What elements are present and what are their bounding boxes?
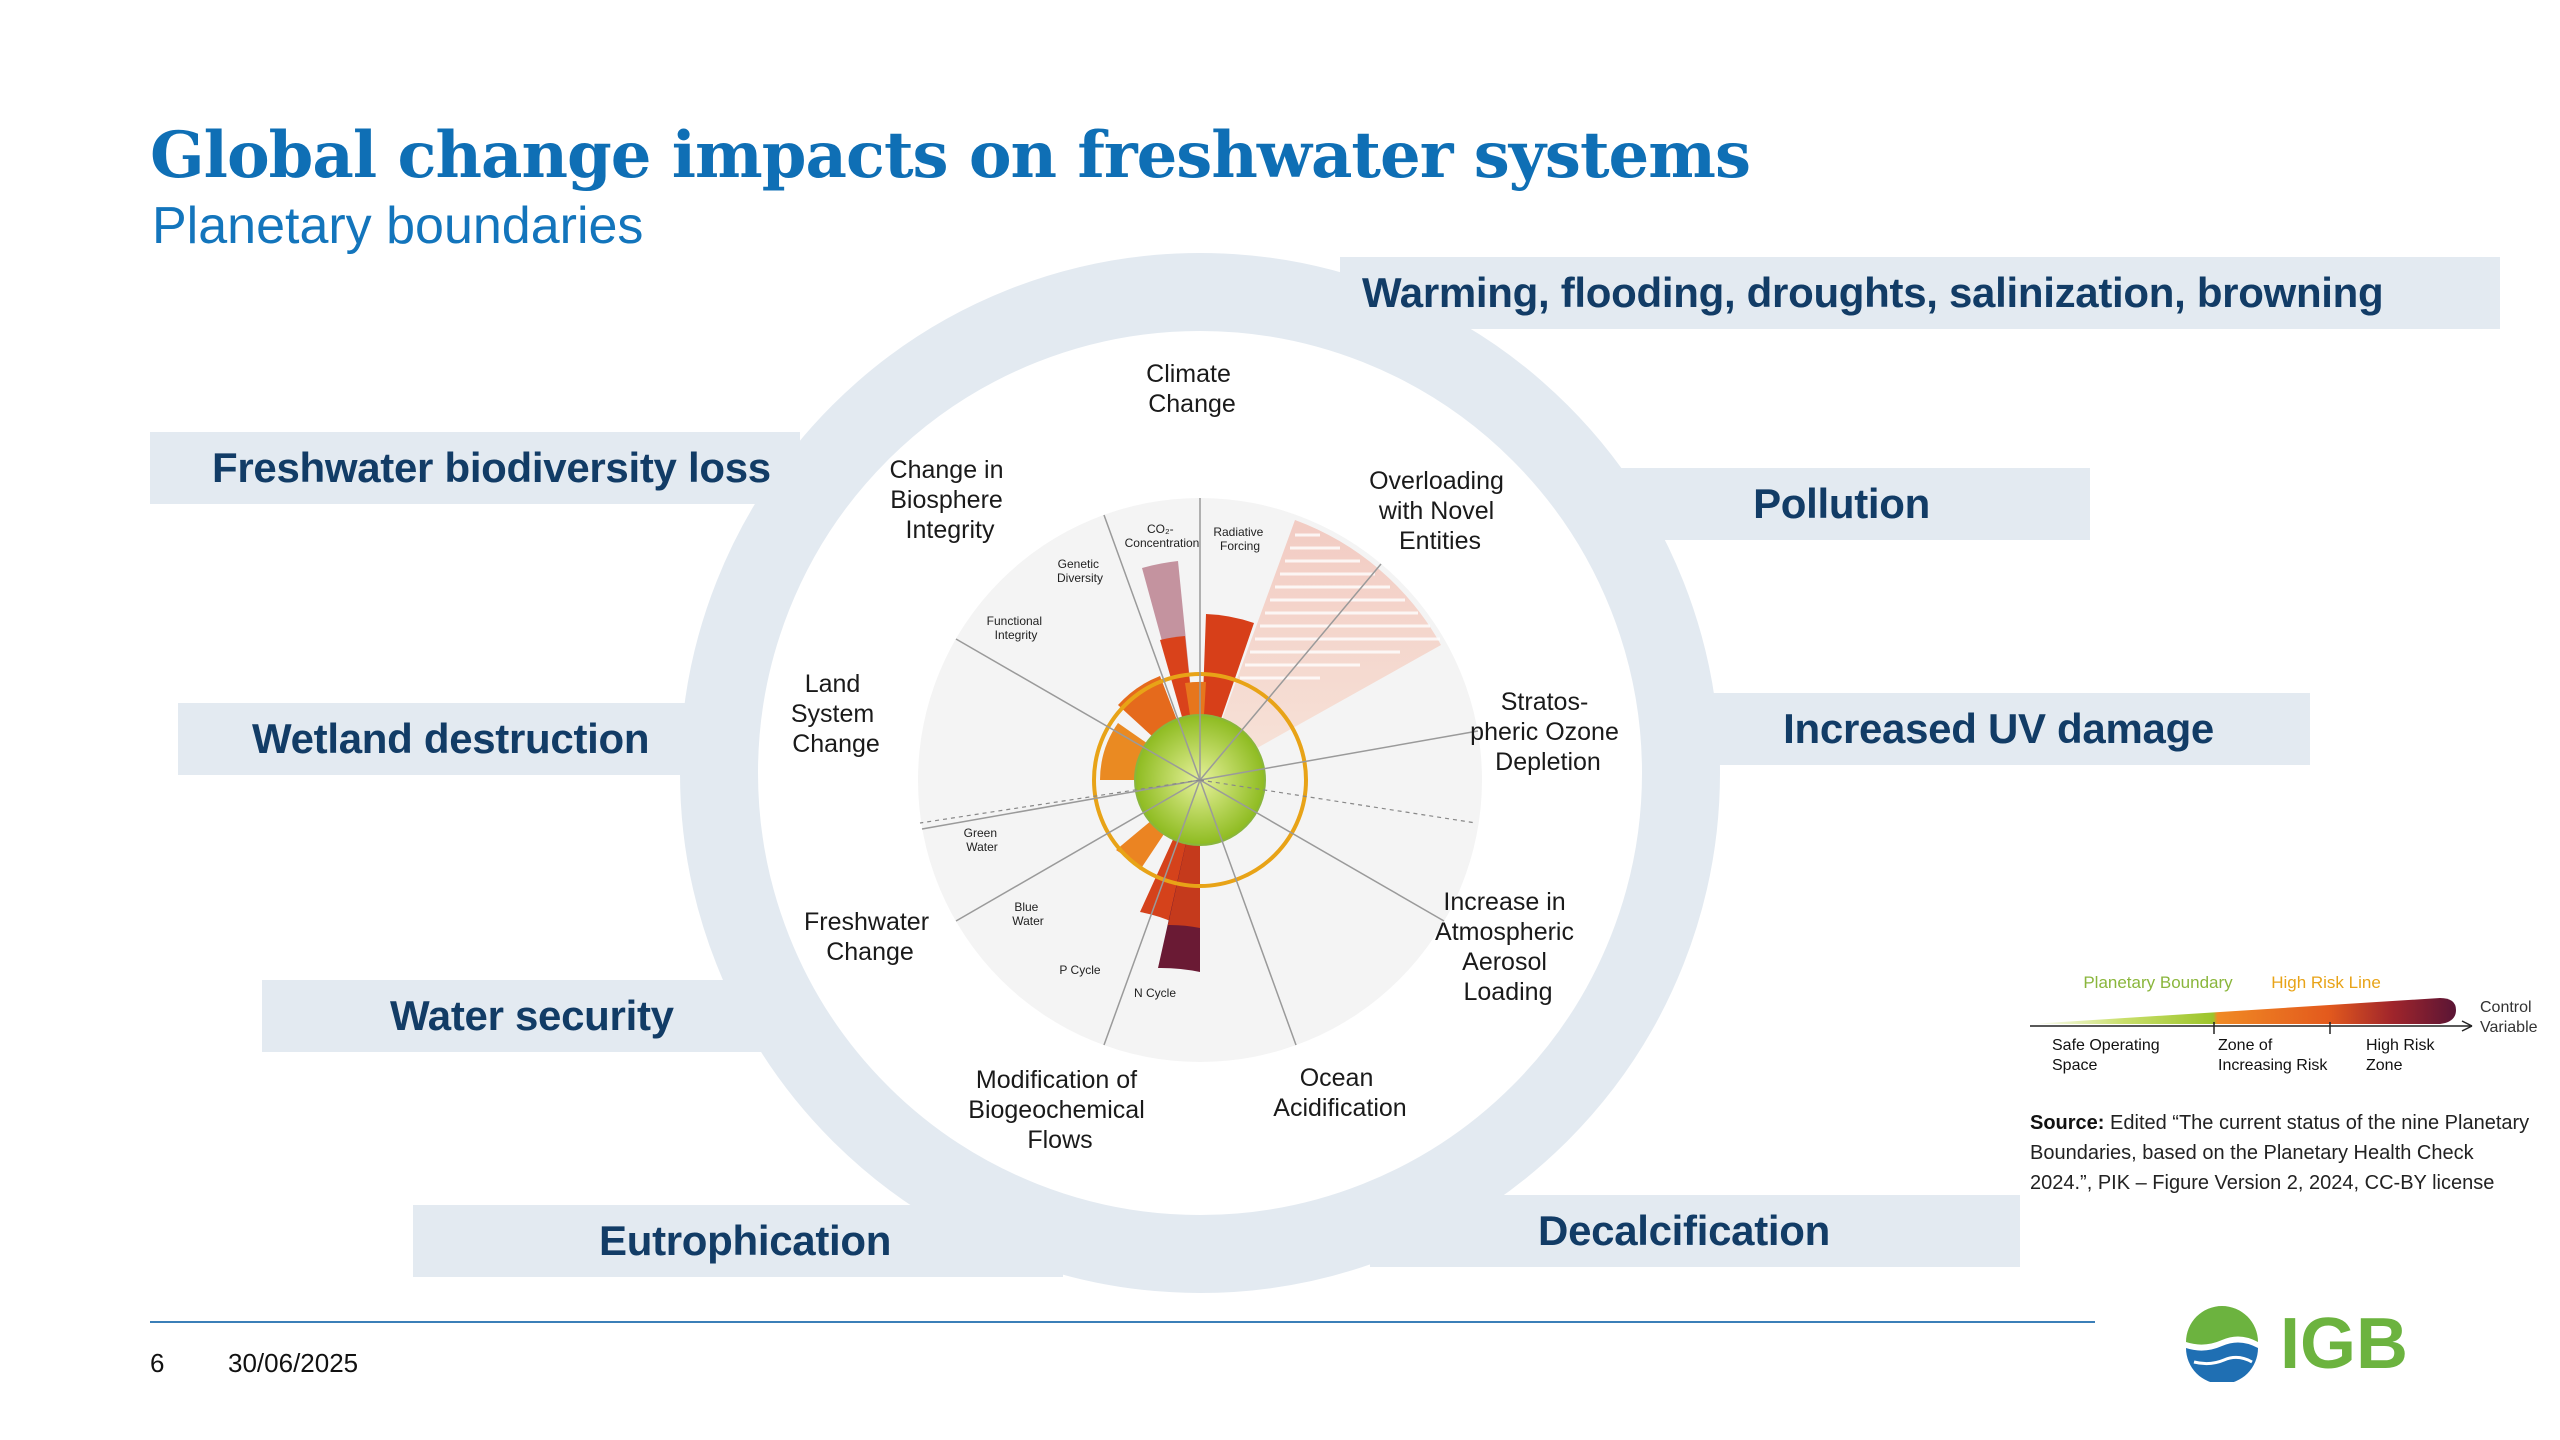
impact-eutrophication: Eutrophication [413,1205,1063,1277]
slide-date: 30/06/2025 [228,1348,359,1378]
legend-control-variable: Control Variable [2480,999,2538,1036]
genetic-label: Genetic Diversity [1057,557,1103,585]
ozone-depletion-label: Stratos- pheric Ozone Depletion [1470,688,1626,776]
igb-logo-text: IGB [2280,1304,2408,1382]
blue-water-label: Blue Water [1012,900,1044,928]
legend-planetary-boundary: Planetary Boundary [2083,973,2233,992]
dashed-lines [919,779,1477,824]
impact-warming: Warming, flooding, droughts, salinizatio… [1340,257,2500,329]
radiative-label: Radiative Forcing [1213,525,1266,553]
hatch-lines [1240,533,1440,680]
p-cycle-label: P Cycle [1059,963,1100,977]
legend: Planetary Boundary High Risk Line Contro… [2030,973,2538,1074]
legend-safe: Safe Operating Space [2052,1037,2164,1074]
ocean-acidification-label: Ocean Acidification [1273,1064,1406,1122]
legend-high-risk-line: High Risk Line [2271,973,2381,992]
novel-entities-label: Overloading with Novel Entities [1369,467,1511,555]
biogeochemical-flows-label: Modification of Biogeochemical Flows [968,1066,1151,1154]
impact-wetland: Wetland destruction [178,703,718,775]
legend-increasing: Zone of Increasing Risk [2218,1037,2328,1074]
source-note: Source: Edited “The current status of th… [2030,1108,2530,1198]
slide-title: Global change impacts on freshwater syst… [150,118,1751,193]
sector-lines [921,498,1479,1046]
slide-subtitle: Planetary boundaries [152,197,644,255]
impact-water-security: Water security [262,980,762,1052]
legend-gradient-bar [2030,998,2456,1024]
igb-logo: IGB [2186,1304,2408,1382]
impact-pollution: Pollution [1600,468,2090,540]
freshwater-change-label: Freshwater Change [804,908,936,966]
page-number: 6 [150,1348,165,1378]
legend-axis-arrow [2461,1020,2473,1032]
source-text: Edited “The current status of the nine P… [2030,1112,2530,1194]
co2-label: CO₂- Concentration [1125,522,1200,550]
impact-uv: Increased UV damage [1700,693,2310,765]
aerosol-loading-label: Increase in Atmospheric Aerosol Loading [1435,888,1581,1006]
climate-change-label: Climate Change [1146,360,1238,418]
functional-label: Functional Integrity [987,614,1046,642]
novel-entities-hatched-wedge [1200,520,1441,780]
footer-divider [150,1321,2095,1323]
impact-decalcification: Decalcification [1370,1195,2020,1267]
land-system-label: Land System Change [791,670,881,758]
igb-logo-icon [2186,1306,2258,1382]
biosphere-integrity-label: Change in Biosphere Integrity [890,456,1011,544]
n-cycle-label: N Cycle [1134,986,1176,1000]
planetary-boundaries-diagram: Climate Change Overloading with Novel En… [780,360,1626,1200]
green-water-label: Green Water [964,826,1001,854]
impact-biodiversity: Freshwater biodiversity loss [150,432,800,504]
source-label: Source: [2030,1112,2105,1134]
legend-high-risk: High Risk Zone [2366,1037,2439,1074]
